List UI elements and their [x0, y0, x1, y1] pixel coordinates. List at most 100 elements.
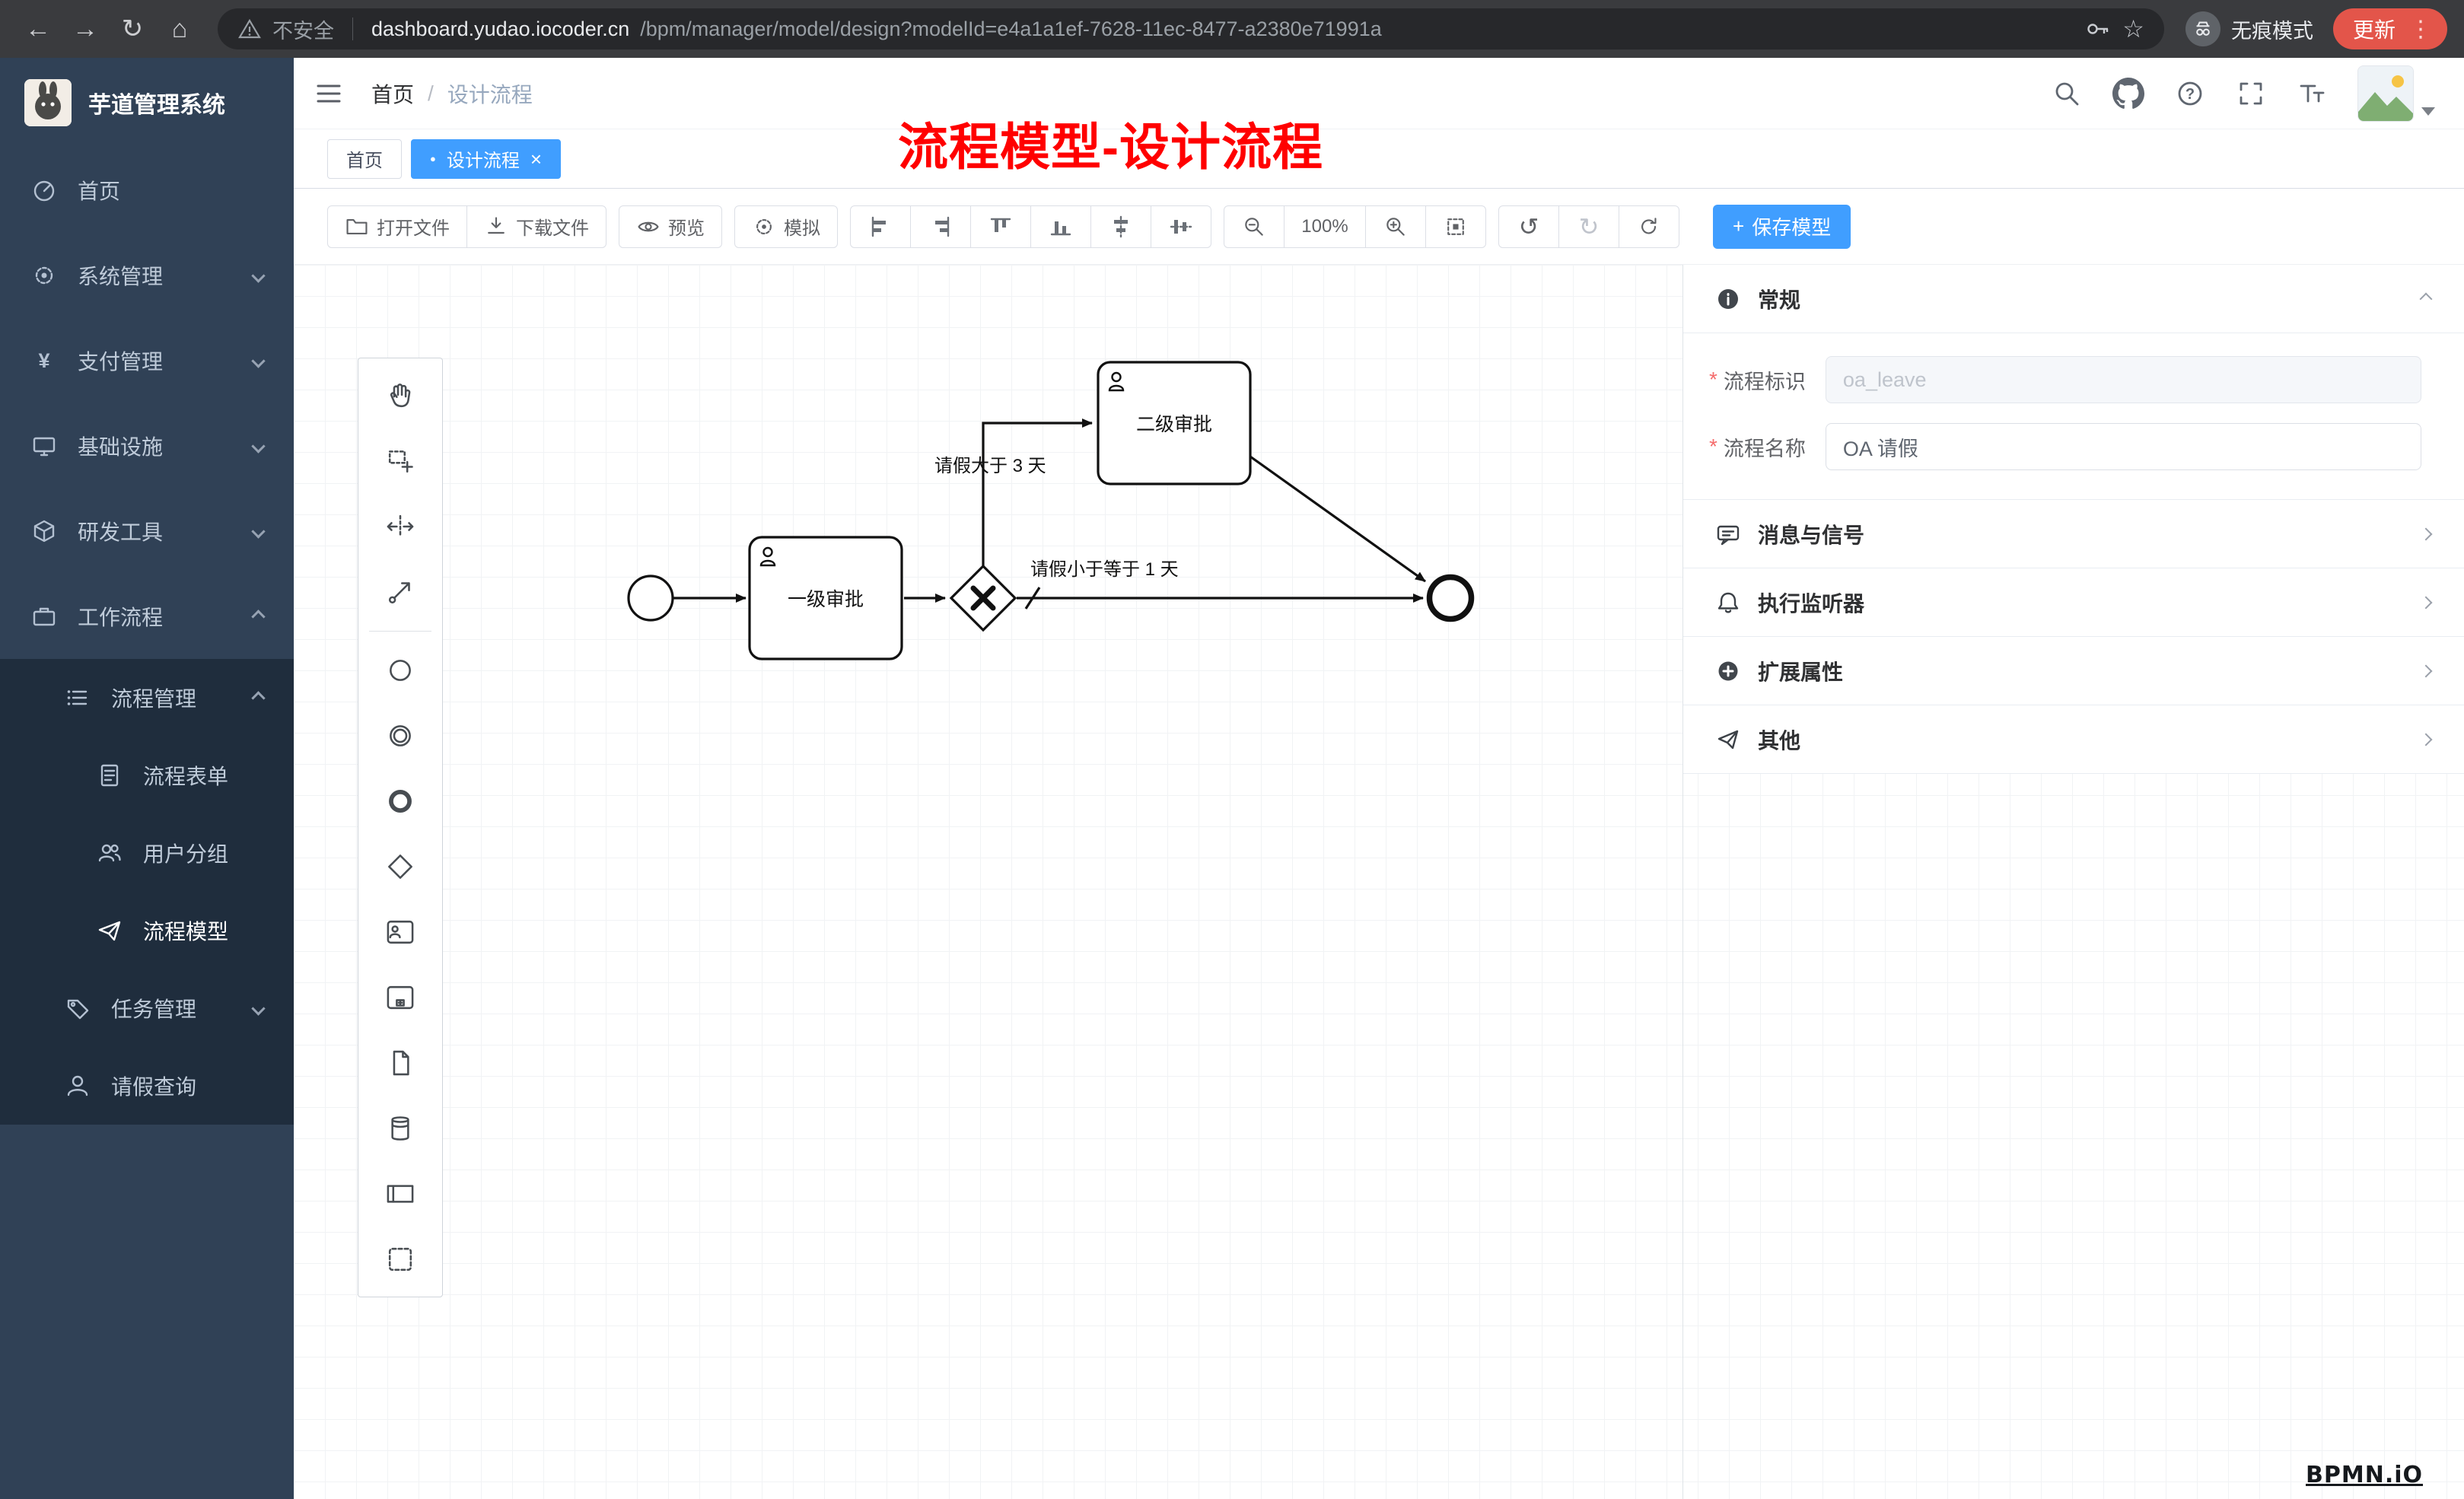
- app-logo-row[interactable]: 芋道管理系统: [0, 58, 294, 148]
- github-icon[interactable]: [2112, 77, 2144, 110]
- process-key-input[interactable]: [1825, 356, 2421, 403]
- end-event[interactable]: [1426, 574, 1475, 622]
- fullscreen-icon[interactable]: [2236, 78, 2266, 109]
- undo-button[interactable]: ↺: [1498, 205, 1559, 248]
- align-left-button[interactable]: [850, 205, 911, 248]
- global-connect-tool[interactable]: [358, 559, 442, 625]
- bpmn-palette: [358, 358, 443, 1297]
- align-bottom-button[interactable]: [1030, 205, 1091, 248]
- search-icon[interactable]: [2052, 78, 2082, 109]
- chevron-up-icon: [251, 690, 266, 705]
- bpmn-canvas[interactable]: 一级审批 二级审批 请假大于 3 天 请假小于等于 1 天: [294, 265, 2464, 1499]
- section-title: 消息与信号: [1758, 523, 1865, 547]
- create-participant[interactable]: [358, 1161, 442, 1227]
- sidebar-item-process-mgmt[interactable]: 流程管理: [0, 659, 294, 737]
- kebab-menu-icon[interactable]: ⋮: [2409, 16, 2432, 42]
- back-button[interactable]: ←: [17, 8, 59, 50]
- sidebar-item-infra[interactable]: 基础设施: [0, 403, 294, 489]
- sidebar-item-label: 研发工具: [78, 520, 164, 544]
- zoom-in-button[interactable]: [1365, 205, 1426, 248]
- create-data-object[interactable]: [358, 1030, 442, 1096]
- workflow-submenu: 流程管理 流程表单 用户分组 流程模型 任务管理 请假查询: [0, 659, 294, 1125]
- download-icon: [488, 216, 505, 234]
- save-model-button[interactable]: + 保存模型: [1713, 204, 1851, 249]
- required-mark: *: [1709, 434, 1717, 458]
- header-actions: ?: [2052, 65, 2435, 122]
- section-extended-attributes[interactable]: 扩展属性: [1683, 637, 2464, 705]
- create-user-task[interactable]: [358, 899, 442, 965]
- create-group[interactable]: [358, 1227, 442, 1292]
- sidebar-item-home[interactable]: 首页: [0, 148, 294, 233]
- sidebar-item-process-form[interactable]: 流程表单: [0, 737, 294, 814]
- sidebar-item-leave-query[interactable]: 请假查询: [0, 1047, 294, 1125]
- sidebar-item-workflow[interactable]: 工作流程: [0, 574, 294, 659]
- redo-button[interactable]: ↻: [1558, 205, 1619, 248]
- zoom-level-button[interactable]: 100%: [1284, 205, 1366, 248]
- bookmark-star-icon[interactable]: ☆: [2122, 15, 2144, 43]
- tab-close-icon[interactable]: ×: [530, 147, 543, 170]
- zoom-out-button[interactable]: [1224, 205, 1285, 248]
- sidebar-item-devtools[interactable]: 研发工具: [0, 489, 294, 574]
- create-subprocess[interactable]: [358, 965, 442, 1030]
- message-icon: [1717, 525, 1740, 545]
- hand-tool[interactable]: [358, 363, 442, 428]
- sidebar-item-label: 基础设施: [78, 435, 164, 459]
- create-data-store[interactable]: [358, 1096, 442, 1161]
- reload-button[interactable]: ↻: [111, 8, 154, 50]
- sidebar-item-system[interactable]: 系统管理: [0, 233, 294, 318]
- section-message-signal[interactable]: 消息与信号: [1683, 500, 2464, 568]
- help-icon[interactable]: ?: [2175, 78, 2205, 109]
- sidebar-item-user-group[interactable]: 用户分组: [0, 814, 294, 892]
- simulate-button[interactable]: 模拟: [734, 205, 838, 248]
- flow-gateway-to-task2[interactable]: [982, 419, 1093, 566]
- update-button[interactable]: 更新 ⋮: [2332, 8, 2447, 49]
- task-level1-approve[interactable]: 一级审批: [748, 536, 903, 660]
- user-menu[interactable]: [2357, 65, 2435, 122]
- browser-toolbar: ← → ↻ ⌂ 不安全 dashboard.yudao.iocoder.cn /…: [0, 0, 2464, 58]
- section-general[interactable]: 常规: [1683, 265, 2464, 333]
- sidebar-item-process-model[interactable]: 流程模型: [0, 892, 294, 969]
- lasso-tool[interactable]: [358, 428, 442, 494]
- sidebar-item-payment[interactable]: ¥ 支付管理: [0, 318, 294, 403]
- sidebar-item-task-mgmt[interactable]: 任务管理: [0, 969, 294, 1047]
- breadcrumb: 首页 / 设计流程: [371, 78, 533, 109]
- user-icon: [759, 546, 776, 567]
- forward-button[interactable]: →: [64, 8, 107, 50]
- home-button[interactable]: ⌂: [158, 8, 201, 50]
- create-intermediate-event[interactable]: [358, 703, 442, 769]
- preview-button[interactable]: 预览: [619, 205, 722, 248]
- create-exclusive-gateway[interactable]: [358, 834, 442, 899]
- refresh-button[interactable]: [1619, 205, 1679, 248]
- incognito-icon: [2185, 11, 2220, 46]
- font-size-icon[interactable]: [2297, 78, 2327, 109]
- key-icon[interactable]: [2084, 15, 2112, 43]
- bpmn-io-logo[interactable]: BPMN.iO: [2306, 1462, 2423, 1488]
- task-level2-approve[interactable]: 二级审批: [1097, 361, 1252, 485]
- exclusive-gateway[interactable]: [949, 564, 1017, 632]
- person-icon: [67, 1075, 88, 1096]
- required-mark: *: [1709, 368, 1717, 391]
- align-center-button[interactable]: [1090, 205, 1151, 248]
- breadcrumb-home[interactable]: 首页: [371, 82, 415, 107]
- tab-design-process[interactable]: ● 设计流程 ×: [411, 138, 562, 179]
- space-tool[interactable]: [358, 494, 442, 559]
- align-right-button[interactable]: [910, 205, 971, 248]
- align-top-button[interactable]: [970, 205, 1031, 248]
- open-file-button[interactable]: 打开文件: [327, 205, 467, 248]
- create-start-event[interactable]: [358, 638, 442, 703]
- tab-home[interactable]: 首页: [327, 138, 402, 179]
- chevron-down-icon: [251, 1001, 266, 1016]
- create-end-event[interactable]: [358, 769, 442, 834]
- section-other[interactable]: 其他: [1683, 705, 2464, 774]
- start-event[interactable]: [627, 574, 674, 622]
- process-name-input[interactable]: [1825, 423, 2421, 470]
- section-execution-listener[interactable]: 执行监听器: [1683, 568, 2464, 637]
- chevron-down-icon: [251, 438, 266, 454]
- sidebar-collapse-icon[interactable]: [314, 78, 344, 109]
- align-middle-button[interactable]: [1151, 205, 1211, 248]
- flow-task2-to-end[interactable]: [1250, 455, 1426, 583]
- zoom-reset-button[interactable]: [1425, 205, 1486, 248]
- download-file-button[interactable]: 下载文件: [466, 205, 606, 248]
- address-bar[interactable]: 不安全 dashboard.yudao.iocoder.cn /bpm/mana…: [218, 8, 2164, 49]
- section-title: 常规: [1758, 288, 1801, 312]
